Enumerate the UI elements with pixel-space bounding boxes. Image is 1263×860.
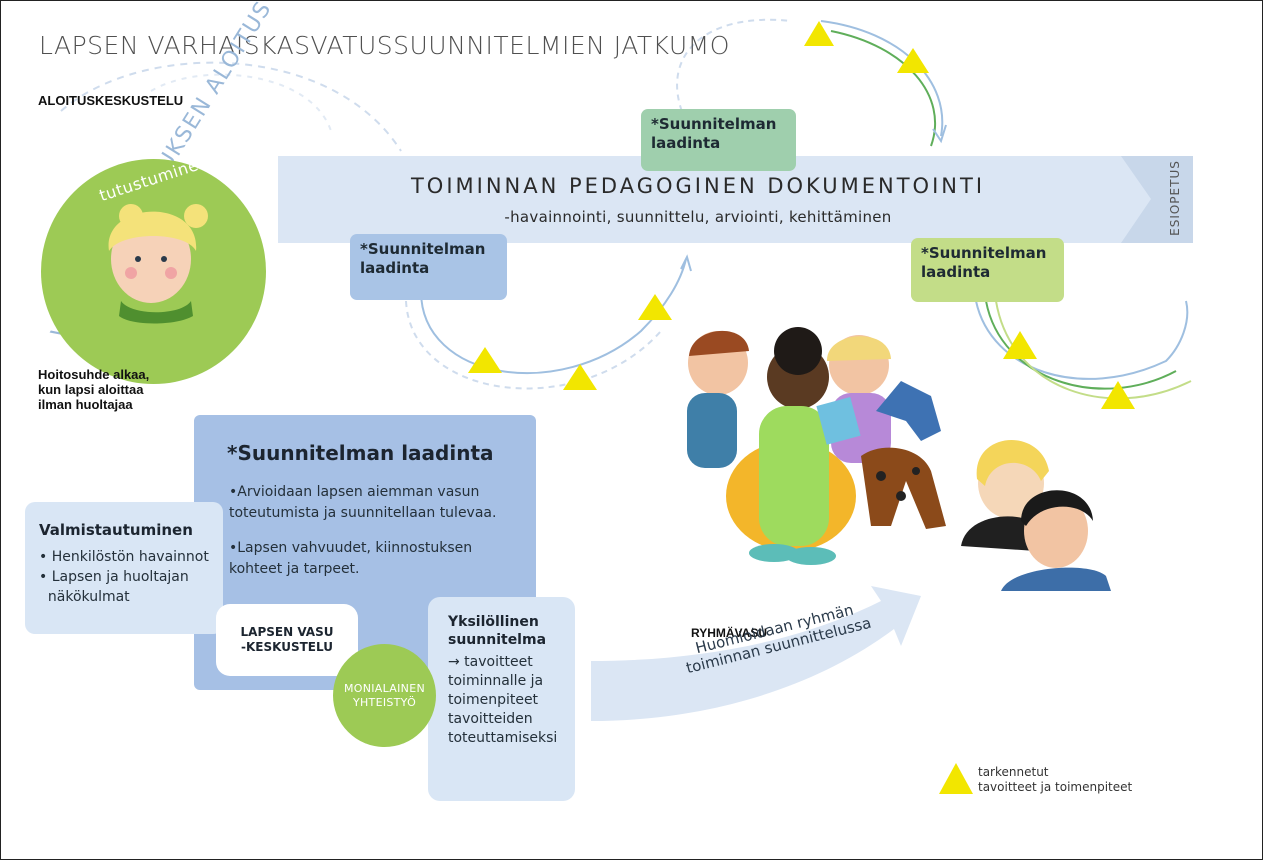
start-dashed-arc [60, 61, 402, 152]
suunnitelman-laadinta-tag-green: *Suunnitelman laadinta [641, 109, 796, 171]
children-illustration [687, 327, 1111, 591]
suunnitelman-laadinta-tag-blue: *Suunnitelman laadinta [350, 234, 507, 300]
tag-line: *Suunnitelman [921, 244, 1047, 262]
legend-line: tarkennetut [978, 765, 1049, 779]
valmistautuminen-item: • Henkilöstön havainnot [39, 549, 209, 565]
ryhma-arrow [591, 586, 921, 721]
esiopetus-label: ESIOPETUS [1161, 160, 1189, 241]
yks-title-line: Yksilöllinen [448, 614, 539, 630]
lower-left-arc [420, 258, 687, 375]
suunnitelman-laadinta-tag-lime: *Suunnitelman laadinta [911, 238, 1064, 302]
lower-left-dashed-arc [405, 300, 662, 390]
valmistautuminen-box [25, 502, 223, 634]
yks-line: toteuttamiseksi [448, 730, 558, 746]
yks-line: toimenpiteet [448, 692, 539, 708]
aloituskeskustelu-label: ALOITUSKESKUSTELU [38, 93, 184, 108]
valmistautuminen-title: Valmistautuminen [39, 521, 193, 539]
suunnitelma-point-1: •Arvioidaan lapsen aiemman vasun toteutu… [229, 484, 497, 521]
page-title: LAPSEN VARHAISKASVATUSSUUNNITELMIEN JATK… [39, 31, 730, 60]
yks-line: tavoitteiden [448, 711, 533, 727]
tag-line: *Suunnitelman [651, 115, 777, 133]
suunnitelma-point-2: •Lapsen vahvuudet, kiinnostuksen kohteet… [229, 540, 473, 577]
vasu-line: LAPSEN VASU [240, 625, 334, 639]
yks-line: toiminnalle ja [448, 673, 544, 689]
lower-right-arc-green [985, 300, 1177, 390]
hoitosuhde-line: Hoitosuhde alkaa, [38, 367, 150, 382]
top-dashed-arc [676, 18, 792, 132]
moni-line: MONIALAINEN [343, 682, 425, 695]
vasu-keskustelu-box [216, 604, 358, 676]
band-title: TOIMINNAN PEDAGOGINEN DOKUMENTOINTI [410, 174, 986, 198]
triangle-icon [563, 364, 597, 390]
top-arc-arrowhead [932, 124, 947, 144]
valmistautuminen-list: • Henkilöstön havainnot • Lapsen ja huol… [39, 547, 217, 607]
tag-line: laadinta [921, 263, 991, 281]
tag-line: laadinta [651, 134, 721, 152]
tag-line: laadinta [360, 259, 430, 277]
start-dashed-arc-inner [150, 73, 332, 132]
esiopetus-text: ESIOPETUS [1168, 160, 1182, 236]
lower-left-arrowhead [680, 254, 692, 272]
monialainen-label: MONIALAINEN YHTEISTYÖ [333, 682, 436, 710]
hoitosuhde-line: ilman huoltajaa [38, 397, 133, 412]
suunnitelman-laadinta-title: *Suunnitelman laadinta [227, 441, 494, 465]
lower-right-arc-blue [975, 300, 1189, 380]
valmistautuminen-item: • Lapsen ja huoltajan [39, 569, 189, 585]
valmistautuminen-item: näkökulmat [39, 589, 130, 605]
lower-right-arc-lime [995, 300, 1192, 400]
triangle-icon [638, 294, 672, 320]
monialainen-circle [333, 644, 436, 747]
yks-line: → tavoitteet [448, 654, 533, 670]
yks-title-line: suunnitelma [448, 632, 547, 648]
hoitosuhde-line: kun lapsi aloittaa [38, 382, 144, 397]
hoitosuhde-text: Hoitosuhde alkaa, kun lapsi aloittaa ilm… [38, 367, 149, 412]
band-subtitle: -havainnointi, suunnittelu, arviointi, k… [504, 208, 892, 226]
legend-label: tarkennetut tavoitteet ja toimenpiteet [978, 765, 1132, 795]
vasu-line: -KESKUSTELU [241, 640, 333, 654]
top-arc-blue [820, 20, 944, 137]
triangle-icon [897, 48, 929, 73]
yksilollinen-text: → tavoitteet toiminnalle ja toimenpiteet… [448, 653, 568, 748]
yksilollinen-box [428, 597, 575, 801]
tutustuminen-circle [41, 159, 266, 384]
yksilollinen-title: Yksilöllinen suunnitelma [448, 613, 568, 649]
tag-line: *Suunnitelman [360, 240, 486, 258]
top-arc-green [830, 30, 937, 147]
vasu-keskustelu-label: LAPSEN VASU -KESKUSTELU [216, 625, 358, 655]
triangle-icon [804, 21, 834, 46]
triangle-icon [1101, 381, 1135, 409]
legend-line: tavoitteet ja toimenpiteet [978, 780, 1133, 794]
triangle-icon [1003, 331, 1037, 359]
ryhmavasu-label: RYHMÄVASU [691, 626, 768, 640]
legend-triangle-icon [939, 763, 973, 794]
triangle-icon [468, 347, 502, 373]
moni-line: YHTEISTYÖ [352, 696, 417, 709]
